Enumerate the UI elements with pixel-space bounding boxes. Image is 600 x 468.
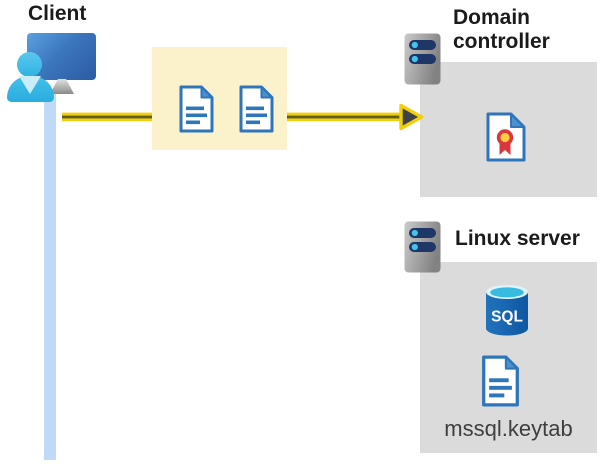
certificate-icon (486, 112, 526, 162)
domain-controller-server-icon (404, 33, 441, 85)
linux-server-label: Linux server (455, 227, 580, 250)
monitor-stand (50, 79, 74, 94)
domain-controller-label: Domain controller (453, 6, 550, 53)
keytab-document-icon (482, 355, 519, 407)
arrowhead-icon (399, 103, 424, 131)
sql-text: SQL (491, 309, 523, 326)
keytab-label: mssql.keytab (444, 416, 573, 441)
client-label: Client (28, 2, 87, 25)
tgt-document-icon (179, 85, 214, 133)
person-head-icon (17, 52, 42, 77)
linux-server-icon (404, 221, 441, 273)
sql-database-icon: SQL (486, 285, 528, 336)
spn-document-icon (239, 85, 274, 133)
client-connection-line (44, 91, 56, 460)
